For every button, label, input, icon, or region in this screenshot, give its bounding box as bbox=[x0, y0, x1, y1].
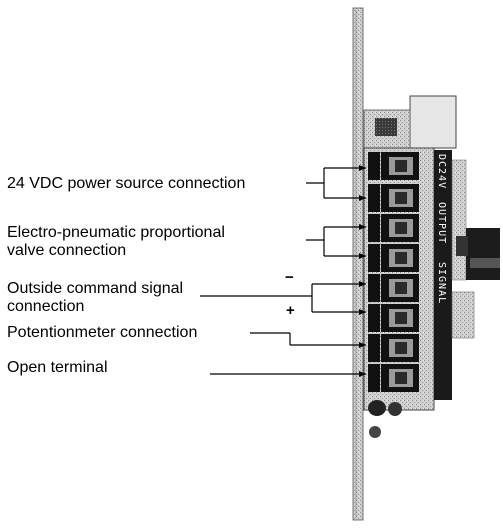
marking-dc24v: DC24V bbox=[436, 154, 447, 189]
label-potentiometer: Potentionmeter connection bbox=[7, 323, 197, 342]
terminal-8 bbox=[368, 364, 419, 392]
leader-lines bbox=[200, 168, 366, 374]
label-power-source: 24 VDC power source connection bbox=[7, 174, 245, 193]
label-valve-line1: Electro-pneumatic proportional bbox=[7, 223, 225, 242]
side-components bbox=[452, 228, 500, 338]
pot-leader bbox=[250, 333, 366, 345]
plus-sign: + bbox=[286, 303, 295, 318]
command-leader bbox=[200, 284, 366, 312]
board-markings: DC24V OUTPUT SIGNAL bbox=[436, 154, 447, 304]
terminal-screws bbox=[368, 152, 419, 392]
terminal-3 bbox=[368, 214, 419, 242]
label-command-line2: connection bbox=[7, 297, 84, 316]
terminal-6 bbox=[368, 304, 419, 332]
label-command-line1: Outside command signal bbox=[7, 279, 183, 298]
top-component bbox=[364, 96, 456, 148]
terminal-5 bbox=[368, 274, 419, 302]
mounting-panel bbox=[353, 8, 363, 520]
terminal-7 bbox=[368, 334, 419, 362]
label-open-terminal: Open terminal bbox=[7, 358, 108, 377]
bottom-screws bbox=[368, 400, 402, 438]
label-valve-line2: valve connection bbox=[7, 241, 126, 260]
terminal-2 bbox=[368, 184, 419, 212]
minus-sign: − bbox=[285, 270, 294, 285]
marking-signal: SIGNAL bbox=[436, 262, 447, 304]
terminal-1 bbox=[368, 152, 419, 180]
terminal-4 bbox=[368, 244, 419, 272]
marking-output: OUTPUT bbox=[436, 202, 447, 244]
